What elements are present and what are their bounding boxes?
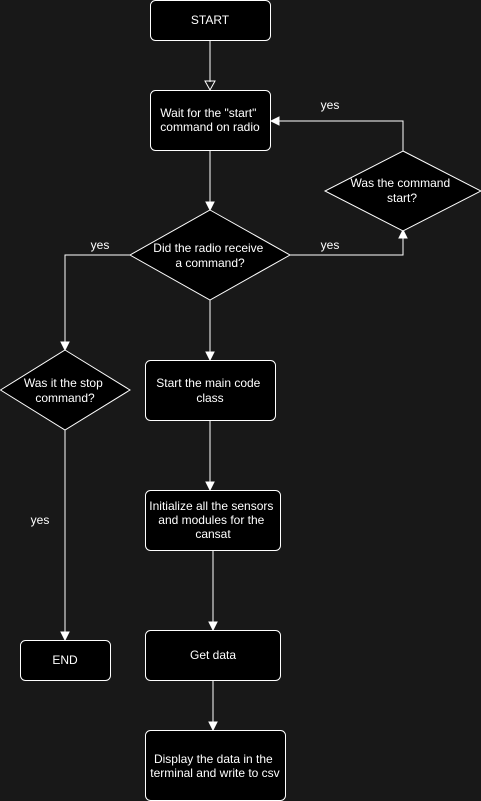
node-start-line-1: START [191, 13, 230, 27]
edge-label-yes: yes [91, 238, 110, 252]
node-wait-line-1: Wait for the "start" [160, 106, 256, 120]
node-display-data: Display the data in the terminal and wri… [145, 730, 286, 801]
edge-received-to-main-class [205, 300, 215, 362]
node-init-label: Initialize all the sensors and modules f… [149, 499, 276, 541]
node-start-box [150, 0, 271, 41]
node-wait-box [150, 90, 271, 151]
node-was-stop-line-2: command? [35, 391, 95, 405]
edge-label-yes: yes [31, 513, 50, 527]
node-radio-received: Did the radio receive a command? [128, 209, 292, 301]
node-initialize-sensors: Initialize all the sensors and modules f… [145, 490, 281, 551]
edge-received-to-was-start: yes [290, 228, 408, 256]
edge-received-to-was-stop: yes [60, 238, 130, 352]
edge-start-to-wait [204, 40, 216, 92]
node-was-command-start: Was the command start? [323, 150, 481, 232]
node-main-class-label: Start the main code class [156, 376, 263, 405]
edge-get-data-to-display [208, 680, 218, 732]
node-get-data-line-1: Get data [190, 648, 236, 662]
node-end-line-1: END [52, 653, 78, 667]
node-init-line-1: Initialize all the sensors [149, 499, 273, 513]
node-received-line-2: a command? [175, 256, 245, 270]
node-start-label: START [191, 13, 230, 27]
edge-was-stop-to-end: yes [31, 430, 70, 642]
node-main-class-box [145, 360, 276, 421]
node-end-label: END [52, 653, 78, 667]
edge-main-class-to-init [205, 420, 215, 492]
node-start: START [150, 0, 271, 41]
node-received-label: Did the radio receive a command? [153, 241, 266, 270]
node-display-line-1: Display the data in the [154, 752, 273, 766]
node-start-main-class: Start the main code class [145, 360, 276, 421]
node-end: END [20, 640, 111, 681]
node-was-stop-line-1: Was it the stop [24, 376, 103, 390]
node-init-box [145, 490, 281, 551]
node-main-class-line-1: Start the main code [156, 376, 260, 390]
node-wait-label: Wait for the "start" command on radio [160, 106, 260, 134]
node-init-line-3: cansat [195, 527, 231, 541]
node-was-start-line-2: start? [387, 191, 417, 205]
node-received-line-1: Did the radio receive [153, 241, 263, 255]
edge-label-yes: yes [321, 238, 340, 252]
node-was-stop-label: Was it the stop command? [24, 376, 106, 405]
node-get-data-box [145, 630, 281, 681]
edge-label-yes: yes [321, 98, 340, 112]
node-was-start-line-1: Was the command [351, 176, 451, 190]
node-was-stop-command: Was it the stop command? [0, 349, 131, 431]
node-wait-for-start: Wait for the "start" command on radio [150, 90, 271, 151]
node-was-stop-diamond [0, 349, 131, 431]
node-was-start-label: Was the command start? [351, 176, 454, 205]
node-display-line-2: terminal and write to csv [150, 766, 279, 780]
edges: yes yes yes yes [31, 40, 408, 732]
edge-was-start-to-wait: yes [269, 98, 404, 151]
edge-wait-to-received [205, 150, 215, 212]
node-get-data-label: Get data [190, 648, 236, 662]
node-main-class-line-2: class [196, 391, 223, 405]
node-init-line-2: and modules for the [158, 513, 264, 527]
node-display-label: Display the data in the terminal and wri… [150, 752, 279, 780]
edge-init-to-get-data [208, 550, 218, 632]
node-wait-line-2: command on radio [160, 120, 260, 134]
node-received-diamond [128, 209, 292, 301]
node-get-data: Get data [145, 630, 281, 681]
node-end-box [20, 640, 111, 681]
node-was-start-diamond [323, 150, 481, 232]
